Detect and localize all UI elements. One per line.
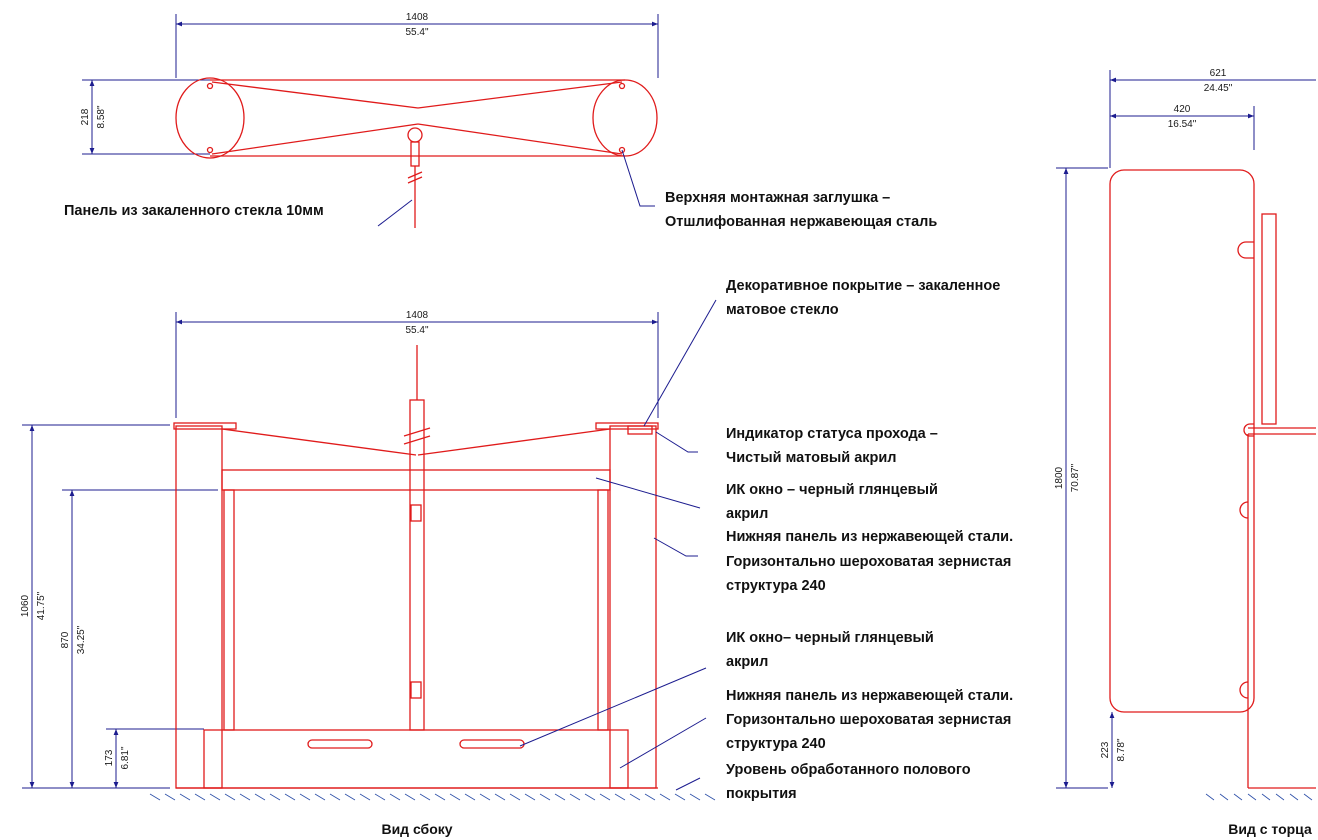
side-height-in: 41.75" bbox=[36, 591, 47, 620]
note-panel-lower-2: Горизонтально шероховатая зернистая bbox=[726, 712, 1011, 728]
note-indicator-2: Чистый матовый акрил bbox=[726, 450, 897, 466]
top-width-mm: 1408 bbox=[406, 12, 429, 23]
note-cap-line2: Отшлифованная нержавеющая сталь bbox=[665, 214, 937, 230]
side-view: 1408 55.4" 1060 41.75" 870 34.25" 173 6.… bbox=[20, 278, 1013, 837]
ir-height-in: 34.25" bbox=[76, 625, 87, 654]
note-panel-lower-1: Нижняя панель из нержавеющей стали. bbox=[726, 688, 1013, 704]
top-left-cap bbox=[175, 77, 245, 159]
note-panel-upper-1: Нижняя панель из нержавеющей стали. bbox=[726, 529, 1013, 545]
ir-window-right bbox=[459, 739, 525, 749]
note-panel-lower-3: структура 240 bbox=[726, 736, 826, 752]
note-ir-lower-1: ИК окно– черный глянцевый bbox=[726, 630, 934, 646]
side-view-caption: Вид сбоку bbox=[381, 821, 452, 837]
left-cabinet bbox=[175, 425, 223, 789]
side-width-in: 55.4" bbox=[405, 325, 428, 336]
upper-crossbar bbox=[221, 469, 611, 491]
end-inner-mm: 420 bbox=[1174, 104, 1191, 115]
end-glass-panel bbox=[1109, 169, 1255, 713]
right-cabinet bbox=[609, 425, 657, 789]
note-cap-line1: Верхняя монтажная заглушка – bbox=[665, 190, 890, 206]
note-ir-upper-1: ИК окно – черный глянцевый bbox=[726, 482, 938, 498]
top-depth-in: 8.58" bbox=[96, 105, 107, 128]
base-block bbox=[203, 729, 629, 789]
top-right-cap bbox=[592, 79, 658, 157]
base-height-in: 6.81" bbox=[120, 746, 131, 769]
end-base-in: 8.78" bbox=[1116, 738, 1127, 761]
base-height-mm: 173 bbox=[104, 749, 115, 766]
end-inner-in: 16.54" bbox=[1168, 119, 1197, 130]
end-height-in: 70.87" bbox=[1070, 463, 1081, 492]
side-height-mm: 1060 bbox=[20, 594, 31, 617]
end-post bbox=[1261, 213, 1277, 425]
top-depth-mm: 218 bbox=[80, 108, 91, 125]
glass-panel bbox=[409, 399, 425, 731]
top-width-in: 55.4" bbox=[405, 27, 428, 38]
right-top-cap bbox=[595, 422, 659, 430]
note-decor-2: матовое стекло bbox=[726, 302, 839, 318]
note-floor-2: покрытия bbox=[726, 786, 797, 802]
end-view: 621 24.45" 420 16.54" 1800 70.87" 223 8.… bbox=[1054, 68, 1316, 837]
note-panel-upper-2: Горизонтально шероховатая зернистая bbox=[726, 554, 1011, 570]
status-indicator bbox=[627, 425, 653, 435]
note-floor-1: Уровень обработанного полового bbox=[726, 762, 971, 778]
top-view: 1408 55.4" 218 8.58" Панель из закаленно… bbox=[64, 12, 937, 230]
end-width-in: 24.45" bbox=[1204, 83, 1233, 94]
end-height-mm: 1800 bbox=[1054, 466, 1065, 489]
end-base-mm: 223 bbox=[1100, 741, 1111, 758]
end-width-mm: 621 bbox=[1210, 68, 1227, 79]
note-panel-upper-3: структура 240 bbox=[726, 578, 826, 594]
note-ir-lower-2: акрил bbox=[726, 654, 768, 670]
ir-window-left bbox=[307, 739, 373, 749]
note-decor-1: Декоративное покрытие – закаленное bbox=[726, 278, 1000, 294]
note-indicator-1: Индикатор статуса прохода – bbox=[726, 426, 938, 442]
note-glass-panel: Панель из закаленного стекла 10мм bbox=[64, 203, 324, 219]
end-view-caption: Вид с торца bbox=[1228, 821, 1312, 837]
side-width-mm: 1408 bbox=[406, 310, 429, 321]
note-ir-upper-2: акрил bbox=[726, 506, 768, 522]
ir-height-mm: 870 bbox=[60, 631, 71, 648]
left-top-cap bbox=[173, 422, 237, 430]
